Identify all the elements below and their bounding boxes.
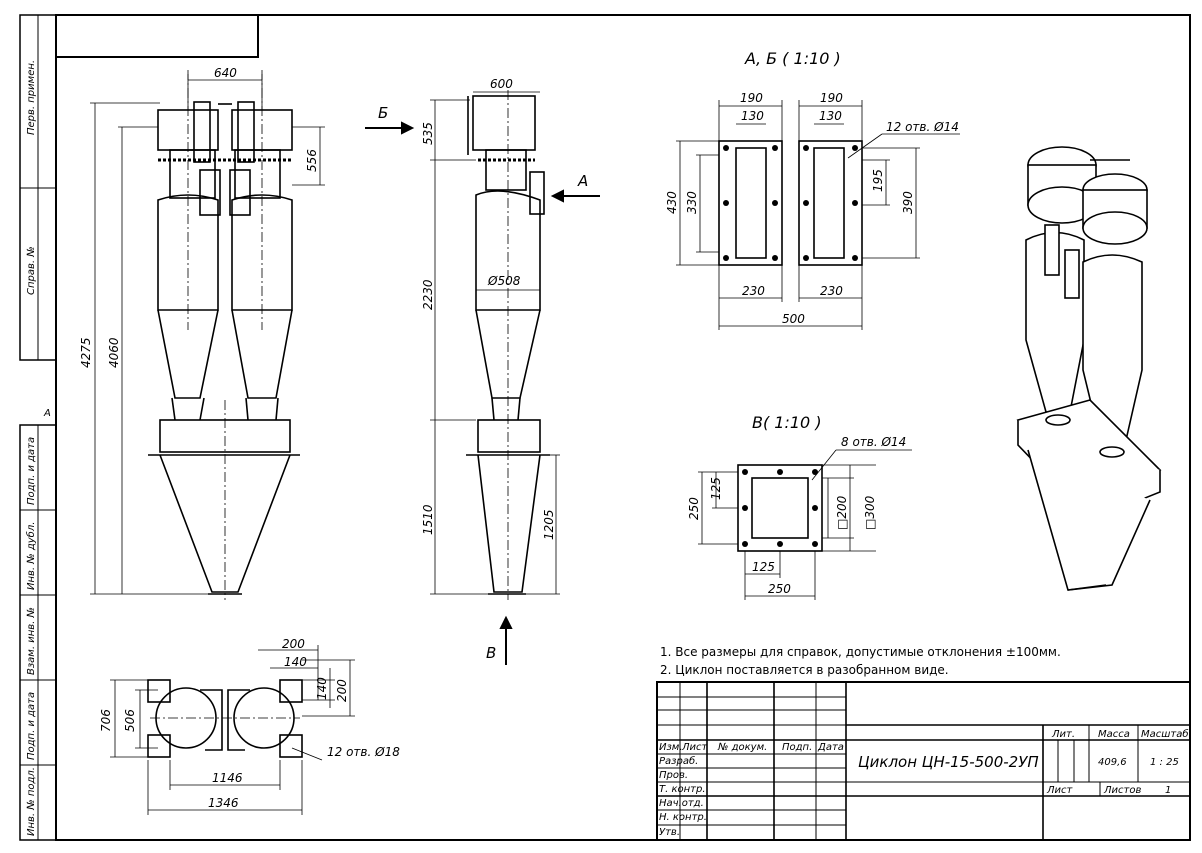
sheet-frame — [19, 14, 1191, 841]
front-view-dim-text: 640 556 4275 4060 — [79, 66, 319, 368]
dim-4060: 4060 — [107, 337, 121, 368]
side-view-dims — [430, 91, 560, 595]
dim-1510: 1510 — [421, 504, 435, 535]
section-v-title: В( 1:10 ) — [752, 413, 822, 432]
tb-izm: Изм. — [659, 742, 683, 753]
section-v-text: В( 1:10 ) 8 отв. Ø14 250 125 □200 □300 1… — [687, 413, 906, 596]
section-v-drawing — [737, 464, 823, 552]
dim-140-side: 140 — [315, 677, 329, 700]
dim-250-v: 250 — [687, 497, 701, 520]
strip-podp-data-1: Подп. и дата — [26, 437, 37, 505]
isometric-view — [1016, 146, 1162, 591]
dim-1146: 1146 — [212, 771, 243, 785]
title-block-lines — [656, 681, 1191, 841]
strip-podp-data-2: Подп. и дата — [26, 692, 37, 760]
dim-125-v: 125 — [709, 477, 723, 500]
holes-14-ab: 12 отв. Ø14 — [886, 120, 959, 134]
section-ab-title: А, Б ( 1:10 ) — [744, 49, 841, 68]
holes-14-v: 8 отв. Ø14 — [841, 435, 906, 449]
section-v-holes — [742, 469, 818, 547]
tb-utv: Утв. — [659, 827, 680, 838]
tb-razrab: Разраб. — [659, 755, 698, 767]
top-view-dim-text: 200 140 140 200 706 506 1146 1346 12 отв… — [99, 637, 400, 810]
dim-125-h: 125 — [752, 560, 775, 574]
tb-prov: Пров. — [659, 770, 688, 781]
dim-200-top: 200 — [282, 637, 305, 651]
side-view-dim-text: 600 535 2230 1510 1205 Ø508 Б А В — [378, 77, 588, 662]
dim-190-a: 190 — [740, 91, 763, 105]
dim-640: 640 — [214, 66, 237, 80]
tb-massa: Масса — [1098, 729, 1130, 740]
tb-t-kontr: Т. контр. — [659, 784, 706, 795]
dim-600: 600 — [490, 77, 513, 91]
top-view-dims — [110, 645, 355, 815]
dim-556: 556 — [305, 149, 319, 172]
tb-nach-otd: Нач.отд. — [659, 798, 704, 809]
dim-250-h: 250 — [768, 582, 791, 596]
side-view-drawing — [466, 90, 550, 600]
diam-508: Ø508 — [487, 274, 521, 288]
tb-data: Дата — [817, 742, 844, 753]
dim-230-a: 230 — [742, 284, 765, 298]
strip-perv-primen: Перв. примен. — [26, 60, 37, 135]
tb-sheet-label: Лист — [1046, 785, 1074, 796]
dim-130-b: 130 — [819, 109, 842, 123]
dim-2230: 2230 — [421, 279, 435, 310]
dim-230-b: 230 — [820, 284, 843, 298]
strip-inv-podl: Инв. № подл. — [26, 767, 37, 836]
notes: 1. Все размеры для справок, допустимые о… — [660, 645, 1061, 677]
dim-195: 195 — [871, 169, 885, 192]
dim-1205: 1205 — [542, 509, 556, 540]
dim-4275: 4275 — [79, 337, 93, 368]
dim-130-a: 130 — [741, 109, 764, 123]
side-view-arrows — [365, 121, 600, 665]
dim-200-sq: □200 — [835, 495, 849, 530]
tb-mass-value: 409,6 — [1098, 757, 1127, 768]
dim-300-sq: □300 — [863, 495, 877, 530]
dim-706: 706 — [99, 709, 113, 732]
holes-18: 12 отв. Ø18 — [327, 745, 400, 759]
section-v-dims — [698, 449, 912, 600]
tb-n-kontr: Н. контр. — [659, 812, 707, 823]
section-ab-holes — [723, 145, 858, 261]
tb-list: Лист — [681, 742, 709, 753]
title-block-text: Изм. Лист № докум. Подп. Дата Разраб. Пр… — [659, 728, 1189, 838]
front-view-drawing — [148, 70, 300, 600]
dim-535: 535 — [421, 122, 435, 145]
tb-doc-no: № докум. — [717, 742, 767, 753]
front-view-dims — [90, 74, 325, 595]
tb-sheets-label: Листов — [1103, 785, 1141, 796]
tb-sheets-value: 1 — [1165, 785, 1171, 796]
note-1: 1. Все размеры для справок, допустимые о… — [660, 645, 1061, 659]
arrow-label-b: Б — [378, 104, 388, 122]
dim-190-b: 190 — [820, 91, 843, 105]
tb-masshtab: Масштаб — [1141, 728, 1189, 740]
dim-500: 500 — [782, 312, 805, 326]
arrow-label-a: А — [577, 172, 588, 190]
strip-vzam-inv: Взам. инв. № — [26, 607, 37, 675]
section-ab-dims — [676, 100, 960, 330]
strip-sprav-no: Справ. № — [26, 246, 37, 295]
dim-390: 390 — [901, 191, 915, 214]
section-ab-text: А, Б ( 1:10 ) 190 190 130 130 12 отв. Ø1… — [665, 49, 959, 326]
left-strip-labels: Перв. примен. Справ. № А Подп. и дата Ин… — [25, 60, 51, 836]
dim-1346: 1346 — [208, 796, 239, 810]
dim-140-top: 140 — [284, 655, 307, 669]
note-2: 2. Циклон поставляется в разобранном вид… — [660, 663, 949, 677]
strip-letter-a: А — [43, 408, 51, 419]
section-ab-drawing — [718, 140, 863, 266]
dim-506: 506 — [123, 709, 137, 732]
top-view-drawing — [147, 679, 303, 758]
dim-200-side: 200 — [335, 679, 349, 702]
strip-inv-dubl: Инв. № дубл. — [25, 522, 37, 590]
tb-name: Циклон ЦН-15-500-2УП — [858, 753, 1039, 771]
tb-podp: Подп. — [782, 742, 812, 753]
tb-lit: Лит. — [1051, 729, 1075, 740]
dim-430: 430 — [665, 191, 679, 214]
tb-scale-value: 1 : 25 — [1150, 757, 1179, 768]
arrow-label-v: В — [486, 644, 496, 662]
dim-330: 330 — [685, 191, 699, 214]
